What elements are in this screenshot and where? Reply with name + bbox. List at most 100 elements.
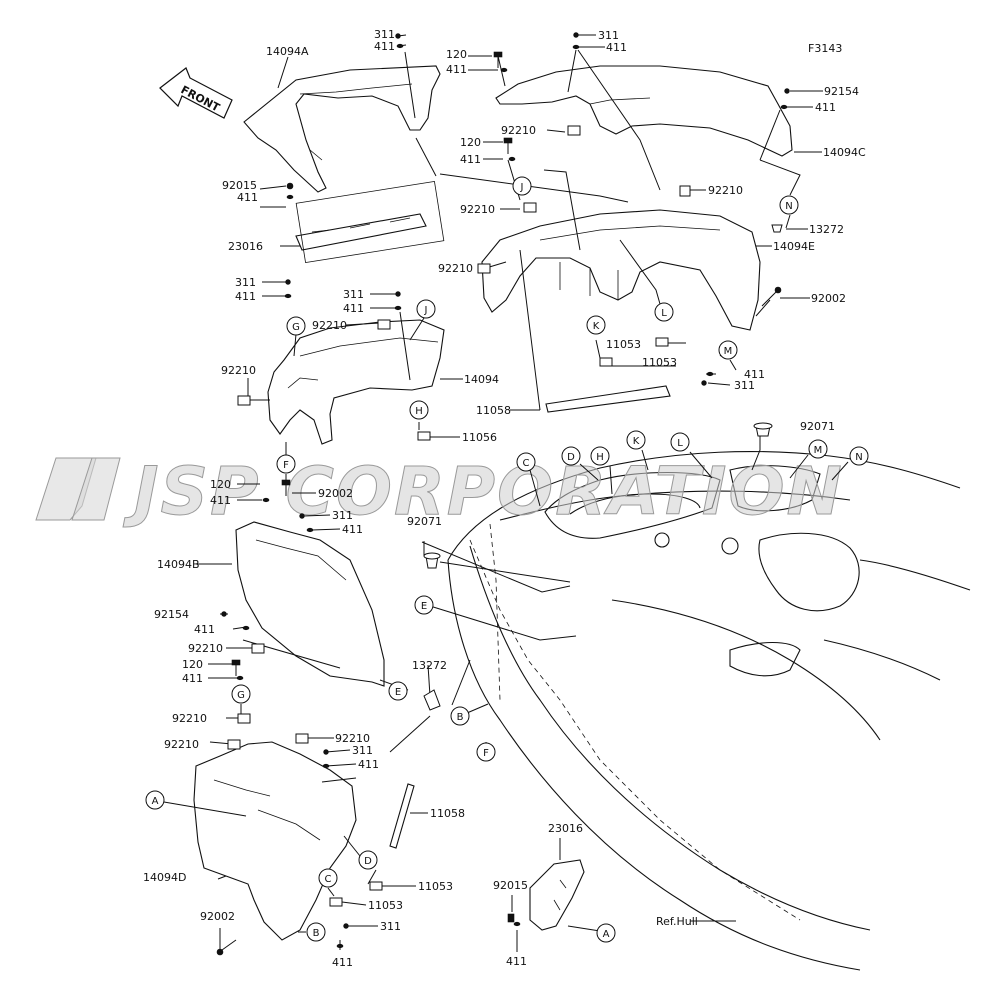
part-label: 92210 xyxy=(312,319,347,332)
callout-K-hull: K xyxy=(626,430,646,450)
part-label: 11053 xyxy=(642,356,677,369)
svg-text:H: H xyxy=(415,406,423,417)
callout-L-top: L xyxy=(654,302,674,322)
cover-14094a xyxy=(243,65,441,193)
callout-C-low: C xyxy=(318,868,338,888)
part-label: 92002 xyxy=(318,487,353,500)
part-label: 311 xyxy=(332,509,353,522)
svg-text:F: F xyxy=(483,748,489,759)
svg-text:A: A xyxy=(152,796,159,807)
part-label: 411 xyxy=(342,523,363,536)
part-label: 311 xyxy=(374,28,395,41)
part-label: 411 xyxy=(446,63,467,76)
svg-text:N: N xyxy=(785,201,792,212)
svg-text:K: K xyxy=(633,436,640,447)
callout-circles: J N G J K L M H F C D H K L M N E E G B … xyxy=(145,176,869,943)
part-label: 92210 xyxy=(188,642,223,655)
svg-text:N: N xyxy=(855,452,862,463)
cover-14094b xyxy=(235,521,385,687)
part-label: 411 xyxy=(815,101,836,114)
svg-text:M: M xyxy=(814,445,823,456)
svg-text:C: C xyxy=(325,874,332,885)
svg-text:E: E xyxy=(421,601,427,612)
cover-14094d xyxy=(193,741,357,941)
callout-D-hull: D xyxy=(561,446,581,466)
part-label: 92210 xyxy=(335,732,370,745)
callout-E-low: E xyxy=(388,681,408,701)
svg-text:F: F xyxy=(283,460,289,471)
svg-text:H: H xyxy=(596,452,604,463)
callout-B-low: B xyxy=(306,922,326,942)
part-label: 311 xyxy=(235,276,256,289)
hull-outline xyxy=(447,450,971,971)
callout-N-hull: N xyxy=(849,446,869,466)
rail-11058-lower xyxy=(389,783,415,849)
svg-text:K: K xyxy=(593,321,600,332)
svg-text:L: L xyxy=(677,438,683,449)
svg-text:B: B xyxy=(313,928,320,939)
svg-text:D: D xyxy=(364,856,372,867)
part-label: 23016 xyxy=(228,240,263,253)
part-label: 92002 xyxy=(811,292,846,305)
part-label: 92210 xyxy=(708,184,743,197)
callout-L-hull: L xyxy=(670,432,690,452)
cover-14094 xyxy=(267,319,445,445)
part-label: 13272 xyxy=(412,659,447,672)
svg-text:J: J xyxy=(424,305,428,316)
callout-D-low: D xyxy=(358,850,378,870)
cover-14094c xyxy=(495,65,793,157)
part-label: 120 xyxy=(182,658,203,671)
callout-N-top: N xyxy=(779,195,799,215)
part-label: 411 xyxy=(374,40,395,53)
part-label: 14094E xyxy=(773,240,815,253)
svg-text:M: M xyxy=(724,346,733,357)
part-label: 14094D xyxy=(143,871,186,884)
callout-H-hull: H xyxy=(590,446,610,466)
bolt-92002-c xyxy=(216,939,237,956)
svg-text:L: L xyxy=(661,308,667,319)
part-label: 411 xyxy=(210,494,231,507)
cover-14094e xyxy=(481,209,761,331)
callout-J-mid: J xyxy=(416,299,436,319)
bolt-120-d xyxy=(231,659,241,676)
part-label: 411 xyxy=(235,290,256,303)
part-label: 92015 xyxy=(222,179,257,192)
part-label: 92210 xyxy=(460,203,495,216)
part-label: 92210 xyxy=(221,364,256,377)
callout-A-bottom: A xyxy=(596,923,616,943)
part-label: 11053 xyxy=(418,880,453,893)
rail-11058-upper xyxy=(545,385,671,413)
bolt-120-a xyxy=(493,51,503,68)
callout-M-top: M xyxy=(718,340,738,360)
part-label: 92210 xyxy=(501,124,536,137)
part-label: 92071 xyxy=(407,515,442,528)
part-label: 14094A xyxy=(266,45,309,58)
svg-text:C: C xyxy=(523,458,530,469)
bolt-120-c xyxy=(281,479,291,496)
part-label: 14094C xyxy=(823,146,866,159)
svg-text:D: D xyxy=(567,452,575,463)
svg-text:B: B xyxy=(457,712,464,723)
bolt-92002-a xyxy=(761,286,782,307)
callout-E-hull: E xyxy=(414,595,434,615)
callout-G-low: G xyxy=(231,684,251,704)
figure-code: F3143 xyxy=(808,42,842,55)
part-shapes xyxy=(193,65,793,941)
svg-text:G: G xyxy=(237,690,245,701)
svg-text:A: A xyxy=(603,929,610,940)
part-label: 120 xyxy=(210,478,231,491)
bracket-23016-lower xyxy=(529,859,585,931)
callout-F-hull: F xyxy=(476,742,496,762)
callout-K-top: K xyxy=(586,315,606,335)
callout-B-hull: B xyxy=(450,706,470,726)
part-label: 411 xyxy=(343,302,364,315)
part-label: 120 xyxy=(446,48,467,61)
watermark-text: JSP CORPORATION xyxy=(123,453,844,530)
part-label: 23016 xyxy=(548,822,583,835)
part-label: 411 xyxy=(744,368,765,381)
svg-text:G: G xyxy=(292,322,300,333)
part-label: 120 xyxy=(460,136,481,149)
hardware xyxy=(216,32,790,956)
part-label: 92002 xyxy=(200,910,235,923)
part-label: 11053 xyxy=(606,338,641,351)
